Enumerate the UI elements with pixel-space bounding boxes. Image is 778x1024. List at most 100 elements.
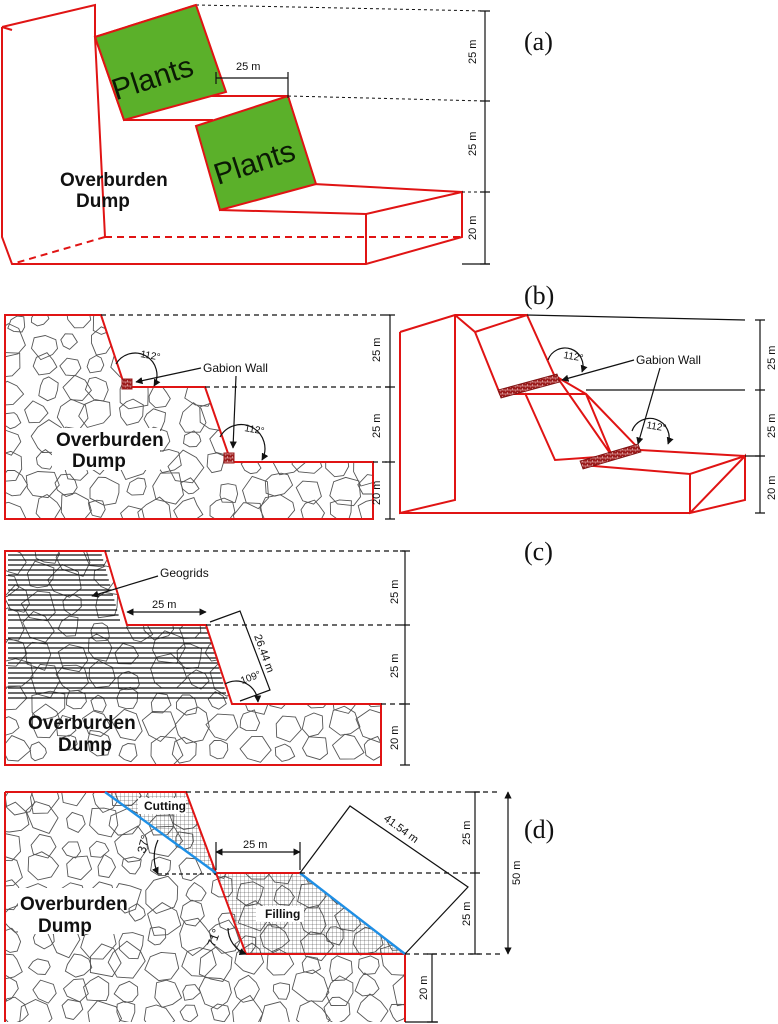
- rock: [150, 856, 172, 877]
- rock: [356, 993, 389, 1022]
- rock: [365, 643, 381, 664]
- rock: [199, 807, 235, 842]
- rock: [268, 838, 288, 860]
- rock: [246, 315, 271, 333]
- rock: [262, 402, 293, 427]
- gabion-wall-callout: Gabion Wall: [203, 361, 268, 375]
- rock: [328, 705, 361, 736]
- angle-arc: [227, 927, 247, 956]
- rock: [357, 498, 373, 519]
- rock: [358, 955, 380, 975]
- panel-c: (c) Geogrids 25 m 26.44 m 109° Overburde…: [4, 537, 553, 766]
- rock: [145, 875, 179, 915]
- rock: [239, 735, 272, 763]
- rock: [154, 979, 183, 1008]
- angle-arc: [224, 680, 262, 703]
- section-outline: [4, 791, 406, 1022]
- rock: [152, 472, 184, 505]
- callout-arrow: [229, 375, 237, 449]
- rock: [5, 973, 19, 1005]
- rock: [198, 946, 233, 983]
- rock: [205, 713, 239, 741]
- rock: [233, 809, 261, 840]
- height-dimension: 25 m: [766, 346, 778, 370]
- dump-label-line1: Overburden: [20, 894, 128, 915]
- rock: [5, 412, 22, 430]
- angle-arc: [631, 417, 674, 445]
- angle-arc: [151, 839, 159, 875]
- height-dimension-tick: [480, 10, 490, 265]
- rock: [5, 450, 23, 482]
- diagonal-dimension-box: [299, 805, 469, 955]
- rock: [291, 638, 328, 671]
- rock: [206, 452, 226, 474]
- rock: [86, 354, 105, 374]
- rock: [35, 493, 62, 519]
- rock: [31, 335, 58, 361]
- rock: [361, 680, 381, 708]
- rock: [57, 615, 79, 637]
- rock: [110, 551, 142, 574]
- rock: [357, 851, 384, 881]
- rock: [87, 730, 112, 757]
- rock: [173, 497, 204, 519]
- rock: [81, 710, 112, 737]
- gabion-block: [223, 452, 235, 464]
- section-outline: [4, 314, 374, 520]
- rock: [60, 333, 78, 350]
- rock: [116, 1000, 136, 1022]
- rock: [304, 551, 331, 574]
- rock: [107, 940, 146, 979]
- guide-line: [195, 4, 486, 12]
- bench-dimension: 25 m: [236, 61, 260, 73]
- rock: [379, 942, 405, 976]
- height-dimension-tick: [427, 791, 480, 1023]
- rock: [54, 473, 78, 498]
- height-dimension: 25 m: [371, 414, 383, 438]
- rock: [329, 861, 350, 883]
- rock: [5, 470, 29, 497]
- rock: [30, 833, 57, 859]
- rock: [20, 590, 56, 622]
- rock: [119, 398, 144, 426]
- section-outline: [4, 550, 382, 766]
- rock: [290, 664, 318, 693]
- rock: [25, 801, 59, 834]
- rock: [183, 430, 202, 448]
- rock: [333, 591, 354, 614]
- rock: [363, 735, 381, 761]
- panel-a: (a) Plants Plants 25 m Overburden Dump 2…: [1, 3, 553, 265]
- rock: [5, 716, 20, 737]
- rock: [118, 743, 138, 763]
- rock: [355, 666, 377, 688]
- rock: [147, 902, 182, 936]
- rock: [5, 879, 24, 911]
- rock: [87, 499, 106, 518]
- dump-label-bg: [52, 428, 160, 470]
- rock: [233, 974, 260, 1003]
- rock: [38, 376, 59, 402]
- rock-texture: [5, 315, 373, 519]
- rock: [5, 380, 25, 406]
- gabion-wall-callout: Gabion Wall: [636, 353, 701, 367]
- rock: [295, 566, 316, 585]
- rock: [268, 687, 290, 709]
- rock: [307, 333, 335, 362]
- rock: [249, 384, 272, 407]
- rock: [128, 903, 146, 922]
- rock: [331, 551, 360, 574]
- height-dimension: 25 m: [461, 821, 473, 845]
- gabion-bar: [497, 373, 561, 399]
- rock: [61, 792, 87, 807]
- angle-label: 71°: [204, 927, 223, 949]
- rock: [179, 619, 202, 639]
- rock: [32, 979, 57, 1004]
- rock: [232, 502, 264, 519]
- rock: [297, 383, 315, 401]
- rock: [367, 596, 381, 618]
- dump-label-line1: Overburden: [60, 170, 168, 191]
- rock: [198, 315, 234, 336]
- rock: [97, 853, 117, 878]
- rock: [5, 855, 23, 887]
- guide-line: [287, 95, 486, 102]
